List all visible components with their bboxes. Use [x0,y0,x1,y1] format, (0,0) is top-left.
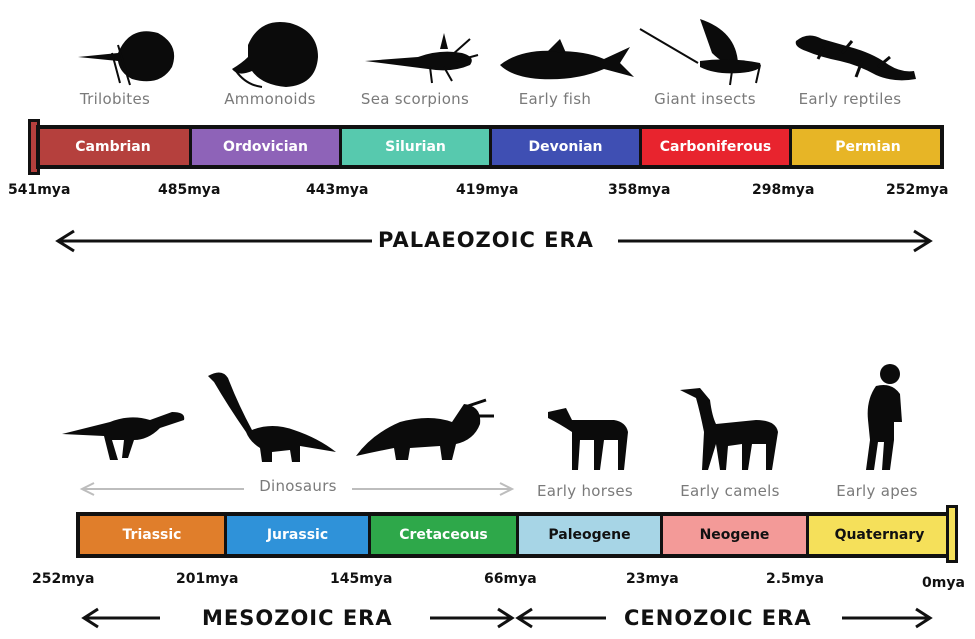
period-jurassic: Jurassic [224,516,368,554]
period-devonian: Devonian [489,129,639,165]
animal-label-giant-insects: Giant insects [635,90,775,108]
period-ordovician: Ordovician [189,129,339,165]
palaeozoic-silhouettes [0,5,975,100]
era-label-palaeozoic: PALAEOZOIC ERA [378,228,594,252]
period-label-neogene: Neogene [700,527,770,543]
period-carboniferous: Carboniferous [639,129,789,165]
animal-label-early-camels: Early camels [665,482,795,500]
tick-252mya-top: 252mya [886,182,948,198]
period-cambrian: Cambrian [37,129,189,165]
tick-201mya: 201mya [176,571,238,587]
mesocenozoic-silhouettes [0,360,975,480]
period-triassic: Triassic [80,516,224,554]
animal-label-trilobites: Trilobites [50,90,180,108]
period-label-ordovician: Ordovician [223,139,308,155]
period-label-paleogene: Paleogene [548,527,630,543]
animal-label-dinosaurs: Dinosaurs [248,477,348,495]
ammonoid-icon [232,22,318,87]
tick-443mya: 443mya [306,182,368,198]
period-label-cretaceous: Cretaceous [399,527,488,543]
giant-insect-icon [640,19,761,85]
animal-label-early-fish: Early fish [490,90,620,108]
period-label-jurassic: Jurassic [267,527,328,543]
tick-358mya: 358mya [608,182,670,198]
sea-scorpion-icon [365,33,478,83]
period-label-quaternary: Quaternary [835,527,925,543]
era-label-mesozoic: MESOZOIC ERA [202,606,393,630]
tick-2-5mya: 2.5mya [766,571,824,587]
sauropod-icon [208,372,336,462]
triceratops-icon [356,400,494,460]
animal-label-early-apes: Early apes [812,482,942,500]
period-label-silurian: Silurian [385,139,446,155]
animal-label-early-reptiles: Early reptiles [780,90,920,108]
tick-145mya: 145mya [330,571,392,587]
period-label-permian: Permian [835,139,900,155]
palaeozoic-timeline-bar: Cambrian Ordovician Silurian Devonian Ca… [36,125,944,169]
animal-label-early-horses: Early horses [520,482,650,500]
tick-541mya: 541mya [8,182,70,198]
period-label-carboniferous: Carboniferous [660,139,771,155]
period-permian: Permian [789,129,944,165]
period-silurian: Silurian [339,129,489,165]
period-cretaceous: Cretaceous [368,516,516,554]
early-ape-icon [866,364,902,470]
tick-419mya: 419mya [456,182,518,198]
small-dinosaur-icon [62,412,184,460]
mesocenozoic-timeline-bar: Triassic Jurassic Cretaceous Paleogene N… [76,512,954,558]
early-fish-icon [500,39,634,79]
period-label-triassic: Triassic [123,527,182,543]
tick-66mya: 66mya [484,571,537,587]
tick-0mya: 0mya [922,575,965,591]
period-neogene: Neogene [660,516,806,554]
trilobite-icon [78,31,174,85]
mesocenozoic-era-arrows [0,604,975,634]
period-label-cambrian: Cambrian [75,139,150,155]
mesocenozoic-bar-end-cap [946,505,958,563]
animal-label-ammonoids: Ammonoids [205,90,335,108]
tick-485mya: 485mya [158,182,220,198]
early-horse-icon [548,408,628,470]
early-reptile-icon [796,35,916,80]
early-camel-icon [680,388,778,470]
period-quaternary: Quaternary [806,516,950,554]
animal-label-sea-scorpions: Sea scorpions [345,90,485,108]
period-label-devonian: Devonian [528,139,602,155]
tick-23mya: 23mya [626,571,679,587]
tick-298mya: 298mya [752,182,814,198]
tick-252mya-bottom: 252mya [32,571,94,587]
era-label-cenozoic: CENOZOIC ERA [624,606,812,630]
period-paleogene: Paleogene [516,516,660,554]
